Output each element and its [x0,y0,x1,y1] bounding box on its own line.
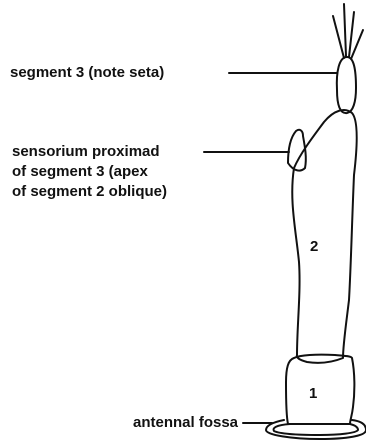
label-segment-3: segment 3 (note seta) [10,63,164,82]
label-sensorium-line-2: of segment 3 (apex [12,162,148,181]
segment-1 [286,355,354,424]
segment-2 [292,110,357,363]
segment-2-number: 2 [310,238,318,255]
segment-1-number: 1 [309,385,317,402]
label-antennal-fossa: antennal fossa [133,413,238,432]
segment-3 [337,57,356,113]
setae [333,4,363,59]
label-sensorium-line-1: sensorium proximad [12,142,160,161]
label-sensorium-line-3: of segment 2 oblique) [12,182,167,201]
